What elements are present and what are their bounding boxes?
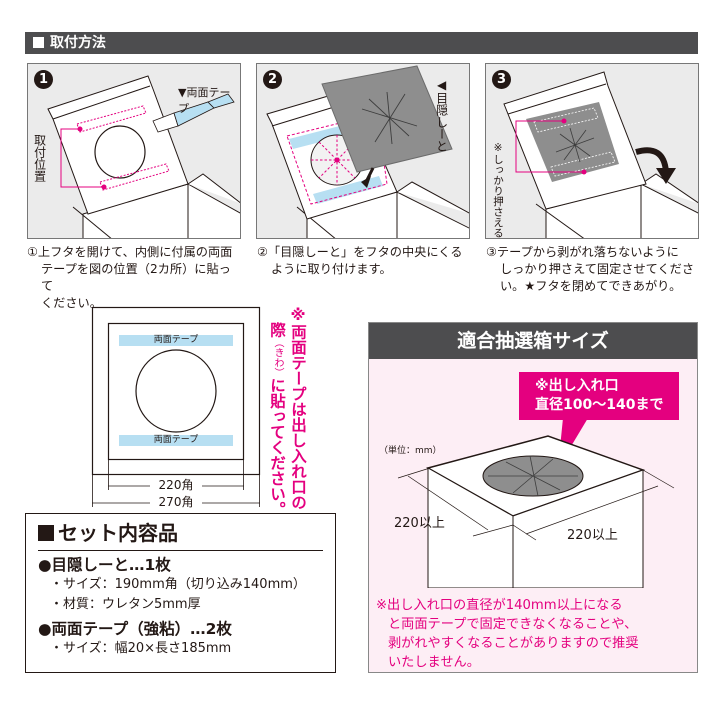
- square-icon: [38, 525, 54, 541]
- tape-note-col1: ※両面テープは出し入れ口の: [289, 306, 308, 510]
- tape-note-col2: 際（きわ）に貼ってください。: [268, 322, 287, 517]
- item-spec: ・材質：ウレタン5mm厚: [50, 597, 201, 612]
- lottery-box-drawing: [397, 418, 675, 588]
- step-1-caption: ①上フタを開けて、内側に付属の両面 テープを図の位置（2カ所）に貼って ください…: [27, 245, 233, 310]
- section-title: 取付方法: [50, 35, 106, 51]
- tape-placement-diagram: 両面テープ 両面テープ 220角 270角: [80, 295, 320, 515]
- press-label: ※しっかり押さえる: [492, 142, 505, 238]
- item-spec: ・サイズ：幅20×長さ185mm: [50, 641, 232, 656]
- step-2-illustration: [266, 65, 469, 238]
- set-contents-box: セット内容品 ●目隠しーと…1枚 ・サイズ：190mm角（切り込み140mm） …: [25, 513, 336, 673]
- set-contents-title: セット内容品: [38, 520, 323, 551]
- step-number-badge: 2: [263, 70, 282, 89]
- position-label: 取付位置: [32, 134, 47, 182]
- step-number-badge: 1: [34, 70, 53, 89]
- opening-size-callout: ※出し入れ口 直径100〜140まで: [519, 372, 679, 420]
- size-warning: ※出し入れ口の直径が140mm以上になる と両面テープで固定できなくなることや、…: [376, 598, 639, 670]
- dimension-left: 220以上: [394, 516, 445, 531]
- tape-diagram-drawing: [91, 306, 261, 507]
- tape-label-bottom: 両面テープ: [153, 435, 199, 445]
- step-2-panel: 2 ◀目隠しーと: [256, 63, 470, 239]
- item-tape: ●両面テープ（強粘）…2枚: [38, 620, 232, 638]
- step-3-panel: 3 ※しっかり押さえる: [485, 63, 699, 239]
- tape-label: ▼両面テープ: [178, 86, 231, 115]
- step-1-panel: 1 ▼両面テープ 取付位置: [27, 63, 241, 239]
- dimension-right: 220以上: [567, 528, 618, 543]
- item-spec: ・サイズ：190mm角（切り込み140mm）: [50, 577, 306, 592]
- section-header: 取付方法: [25, 32, 698, 54]
- cover-label: ◀目隠しーと: [434, 78, 449, 152]
- unit-label: （単位：mm）: [379, 446, 442, 456]
- step-3-caption: ③テープから剥がれ落ちないように しっかり押さえて固定させてくださ い。★フタを…: [486, 245, 695, 293]
- step-3-illustration: [503, 71, 698, 238]
- step-2-caption: ②「目隠しーと」をフタの中央にくる ように取り付けます。: [257, 245, 463, 276]
- item-cover-sheet: ●目隠しーと…1枚: [38, 556, 171, 574]
- inner-dimension: 220角: [158, 478, 194, 492]
- outer-dimension: 270角: [158, 495, 194, 509]
- tape-label-top: 両面テープ: [153, 335, 199, 345]
- square-icon: [33, 37, 44, 48]
- step-number-badge: 3: [492, 70, 511, 89]
- step-1-illustration: [47, 75, 240, 238]
- box-size-title: 適合抽選箱サイズ: [369, 323, 697, 359]
